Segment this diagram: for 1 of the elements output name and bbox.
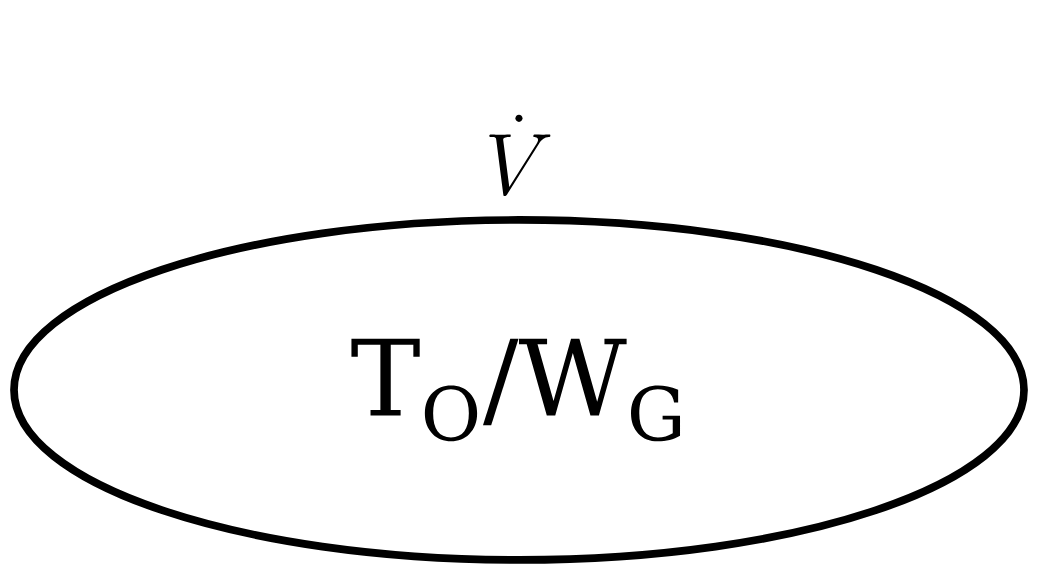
heading-text: $\dot{V}$ [489, 114, 551, 197]
